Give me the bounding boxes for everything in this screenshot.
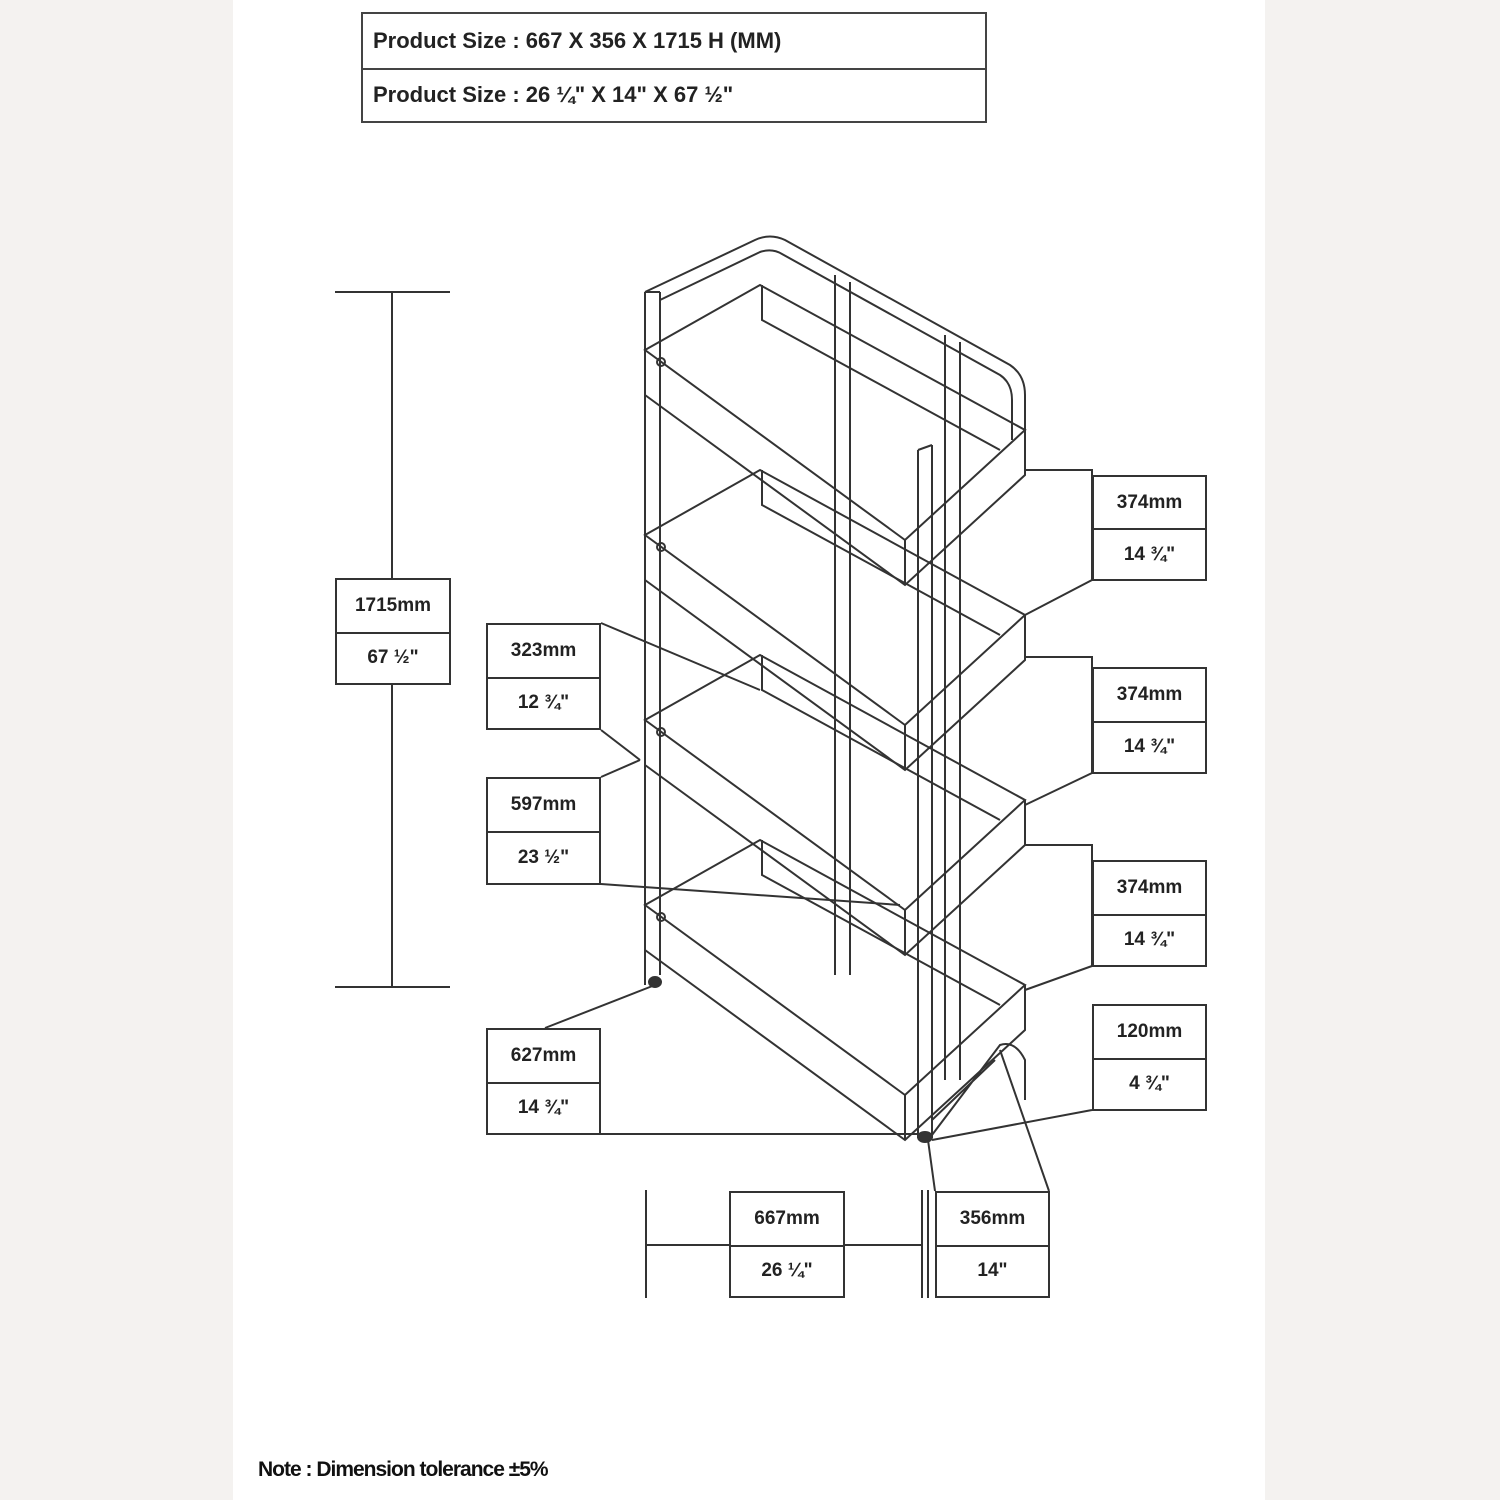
- spacing-label-1: 374mm 14 ¾": [1092, 475, 1207, 581]
- bottom-clearance-label: 120mm 4 ¾": [1092, 1004, 1207, 1111]
- spacing-3-mm: 374mm: [1116, 876, 1183, 898]
- spacing-label-3: 374mm 14 ¾": [1092, 860, 1207, 967]
- shelf-bolt-3: [656, 727, 666, 737]
- height-in: 67 ½": [337, 631, 449, 684]
- product-size-mm: Product Size : 667 X 356 X 1715 H (MM): [373, 27, 782, 53]
- right-post: [917, 444, 933, 1138]
- bottom-clearance-in: 4 ¾": [1094, 1057, 1205, 1110]
- shelf-depth-in: 12 ¾": [488, 676, 599, 729]
- left-foot: [648, 976, 662, 988]
- spacing-1-in: 14 ¾": [1094, 528, 1205, 579]
- shelf-4: [643, 838, 1027, 1142]
- shelf-width-mm: 597mm: [510, 794, 577, 815]
- spacing-1-mm: 374mm: [1116, 491, 1183, 513]
- base-mm: 627mm: [510, 1044, 577, 1066]
- base-in: 14 ¾": [488, 1081, 599, 1134]
- spacing-3-in: 14 ¾": [1094, 913, 1205, 966]
- leader-lines: [335, 291, 1093, 1298]
- product-size-inches: Product Size : 26 ¼" X 14" X 67 ½": [363, 67, 985, 122]
- height-label: 1715mm 67 ½": [335, 578, 451, 685]
- shelf-bolt-4: [656, 912, 666, 922]
- product-size-table: Product Size : 667 X 356 X 1715 H (MM) P…: [361, 12, 987, 123]
- shelf-width-label: 597mm 23 ½": [486, 777, 601, 885]
- top-rail: [644, 235, 1026, 440]
- shelf-3: [643, 653, 1027, 957]
- back-posts: [834, 275, 961, 1080]
- shelf-frame: [643, 235, 1027, 1143]
- spacing-2-in: 14 ¾": [1094, 720, 1205, 773]
- shelf-width-in: 23 ½": [488, 831, 599, 883]
- width-dimension-line: [645, 1190, 929, 1298]
- depth-in: 14": [937, 1244, 1048, 1297]
- shelf-bolt-2: [656, 542, 666, 552]
- shelf-bolt-1: [656, 357, 666, 367]
- bottom-rail: [931, 1043, 1026, 1136]
- shelf-1: [643, 283, 1027, 587]
- width-label: 667mm 26 ¼": [729, 1191, 845, 1298]
- width-mm: 667mm: [754, 1207, 820, 1229]
- right-leaders: [927, 469, 1093, 1192]
- spacing-label-2: 374mm 14 ¾": [1092, 667, 1207, 774]
- left-leaders: [544, 622, 928, 1135]
- bottom-clearance-mm: 120mm: [1116, 1020, 1183, 1042]
- height-mm: 1715mm: [354, 594, 432, 616]
- shelf-depth-mm: 323mm: [510, 639, 577, 661]
- depth-mm: 356mm: [959, 1207, 1026, 1229]
- tolerance-note: Note : Dimension tolerance ±5%: [258, 1458, 549, 1481]
- depth-label: 356mm 14": [935, 1191, 1050, 1298]
- shelf-depth-label: 323mm 12 ¾": [486, 623, 601, 730]
- width-in: 26 ¼": [731, 1244, 843, 1297]
- spacing-2-mm: 374mm: [1116, 683, 1183, 705]
- height-dimension-line: [335, 291, 450, 988]
- base-label: 627mm 14 ¾": [486, 1028, 601, 1135]
